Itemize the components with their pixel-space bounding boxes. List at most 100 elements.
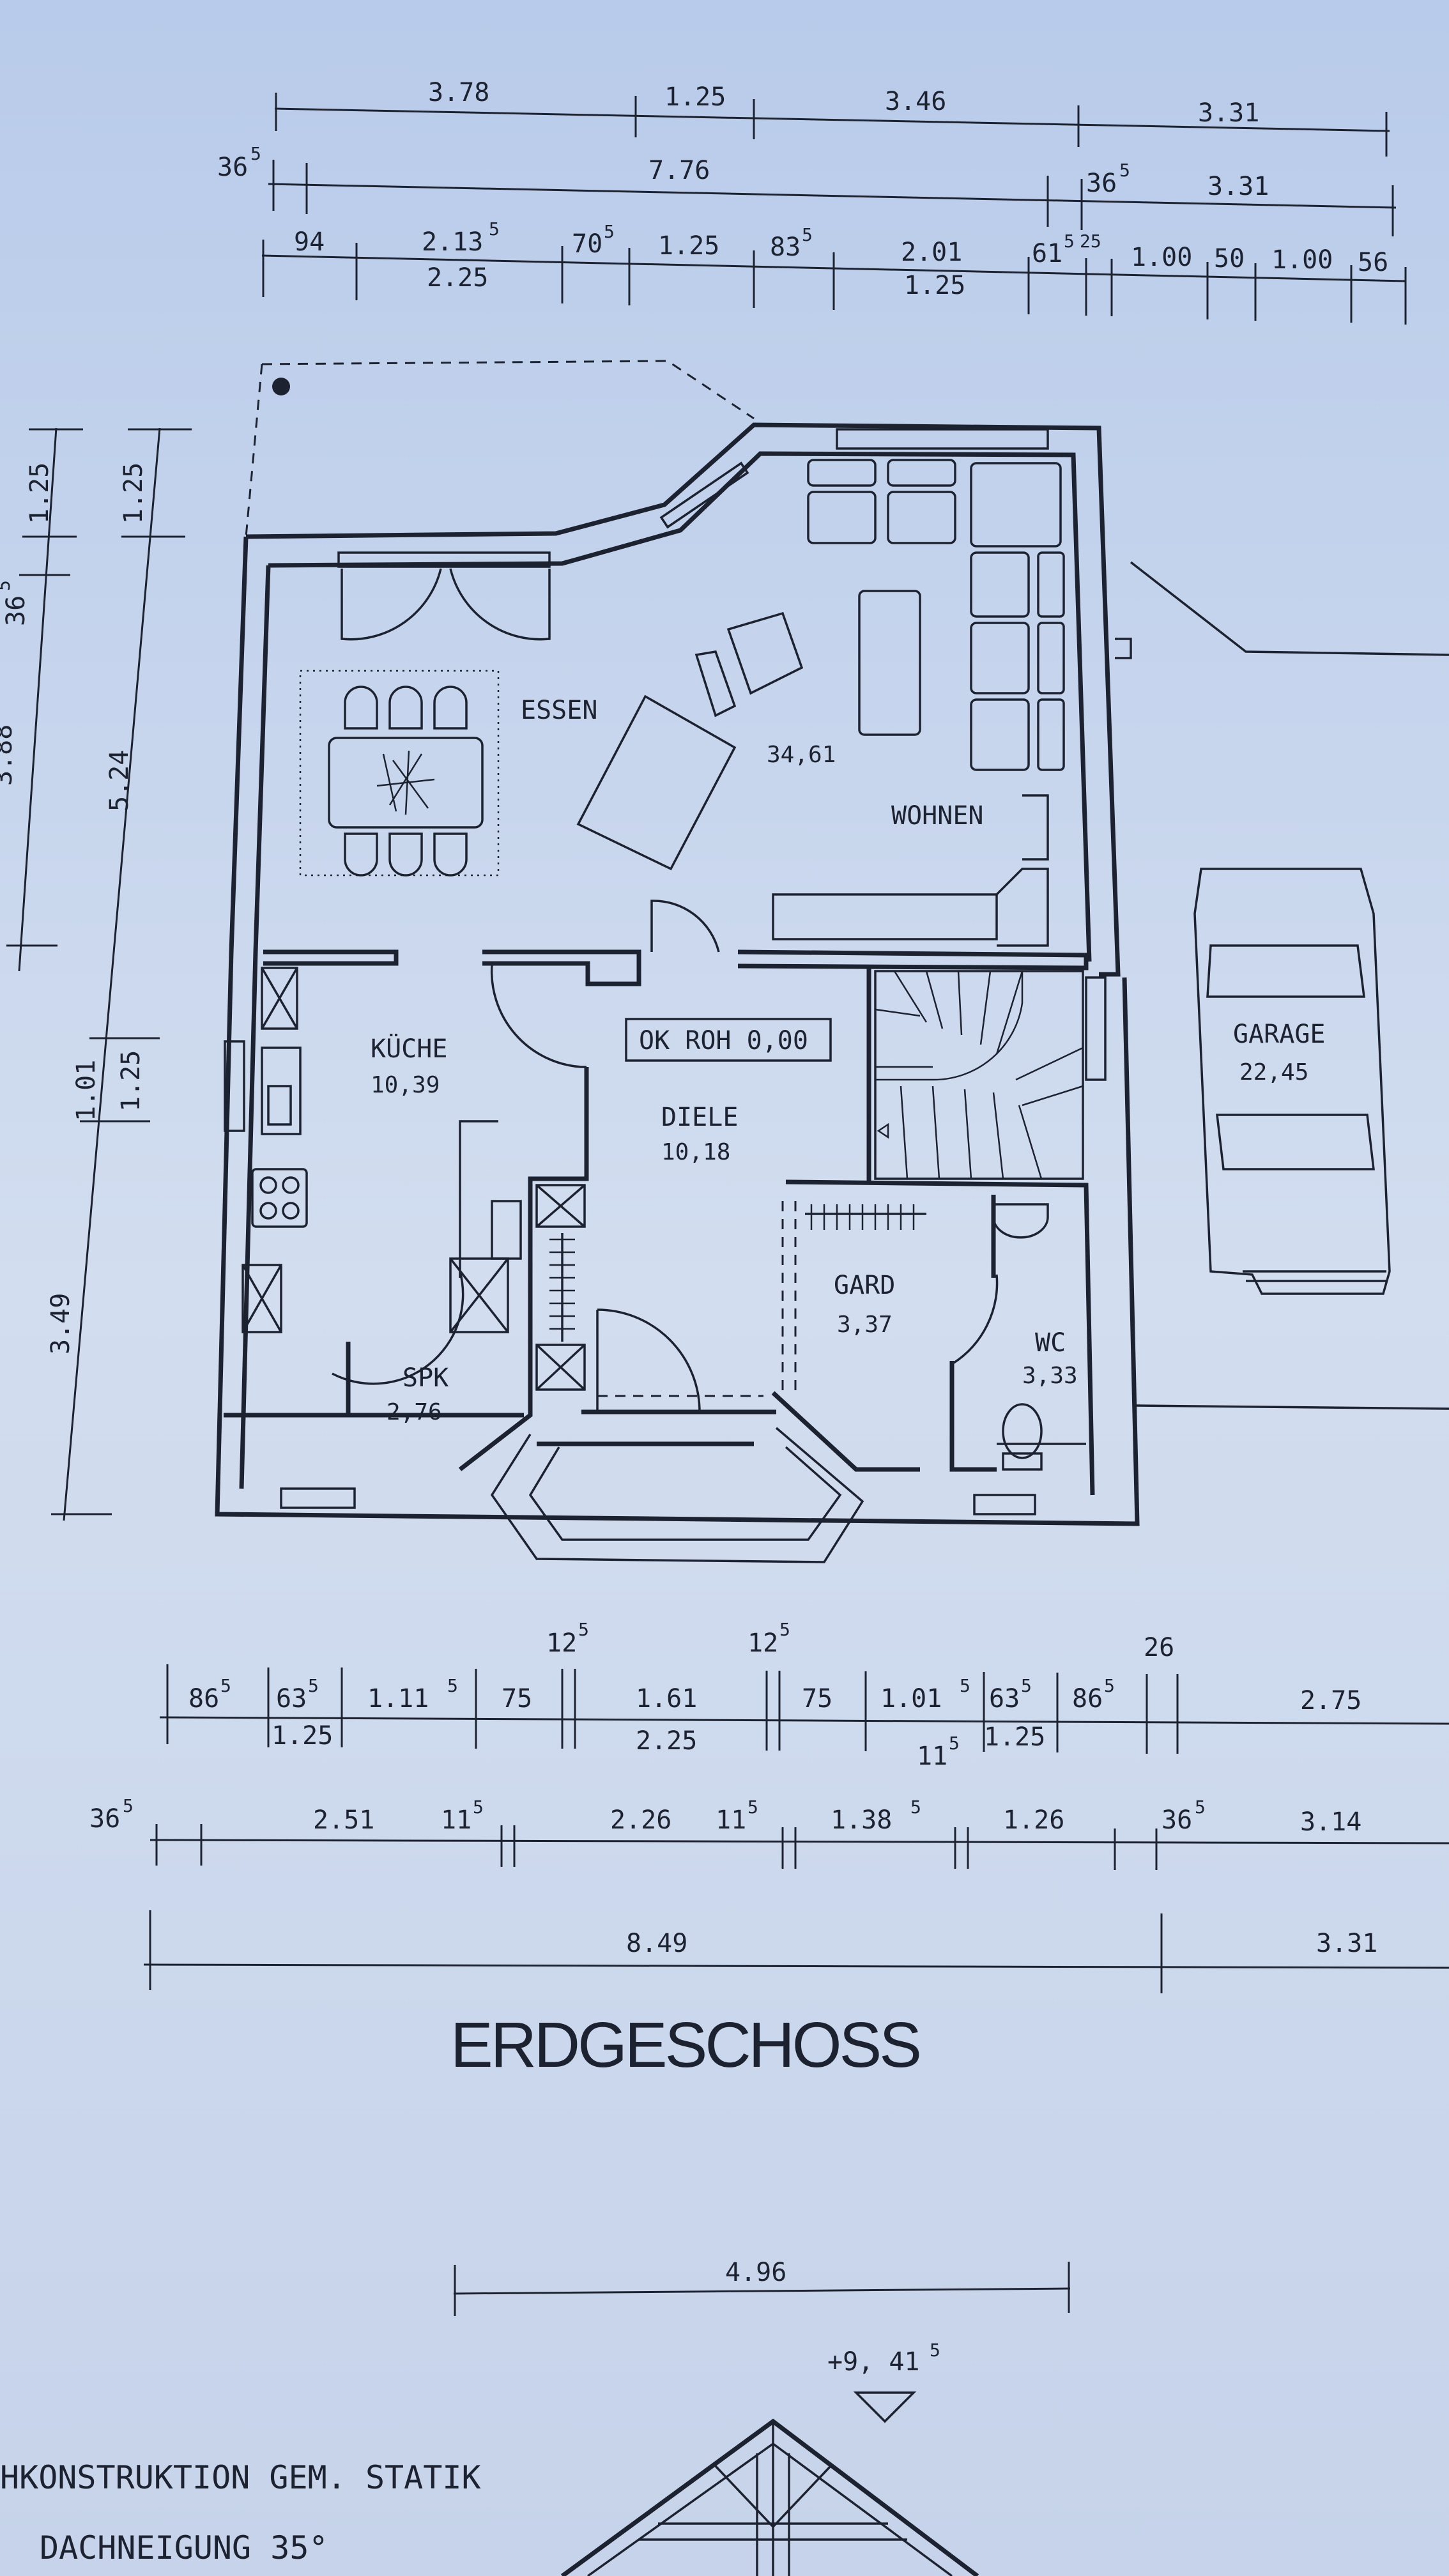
staircase [874,970,1084,1180]
bot1-f-sub: 2.25 [636,1726,697,1756]
top-dim-3-201: 2.01 [901,238,962,267]
bot1-b: 63 [276,1684,307,1713]
bot2-b: 2.51 [313,1805,374,1835]
ridge-height: +9, 41 [827,2347,920,2377]
top-dim-2-mid-sup: 5 [1119,160,1130,181]
left-dim-a3: 3.88 [0,724,18,786]
left-dim-b5: 3.49 [46,1293,75,1354]
room-kueche-name: KÜCHE [371,1033,447,1064]
top-dim-2-right: 3.31 [1208,172,1269,201]
top-dim-3-61: 61 [1032,239,1062,268]
bot1-c: 1.11 [367,1684,429,1713]
top-dim-2-mid: 36 [1086,169,1117,198]
room-diele-area: 10,18 [661,1139,730,1165]
interior-walls [224,949,1095,1563]
top-dim-1-4: 3.31 [1198,98,1259,128]
top-dim-3-61-sup: 5 [1064,231,1075,252]
bot1-k: 86 [1072,1684,1103,1713]
room-essen-name: ESSEN [521,696,597,725]
bot2-h-sup: 5 [1195,1797,1206,1818]
left-dim-b3: 1.01 [72,1060,101,1121]
bot1-g-sup: 5 [779,1619,790,1640]
building-walls [215,360,1449,1526]
bot2-d: 2.26 [610,1805,671,1835]
room-garage-name: GARAGE [1233,1020,1326,1049]
left-dim-b4: 1.25 [116,1050,146,1112]
room-wc-area: 3,33 [1022,1363,1078,1389]
left-dim-b1: 1.25 [119,463,148,524]
bot1-i-sub-sup: 5 [949,1733,960,1754]
door-swings [332,568,999,1385]
roof-width: 4.96 [725,2258,786,2287]
room-wohnen-area: 34,61 [767,742,836,768]
top-dim-3-100a: 1.00 [1131,243,1192,272]
room-gard-name: GARD [834,1271,895,1300]
bot1-i-sup: 5 [960,1675,970,1696]
top-dim-3-213-sup: 5 [489,218,500,240]
ridge-height-sup: 5 [930,2340,940,2361]
bot2-f-sup: 5 [910,1797,921,1818]
top-dim-1-2: 1.25 [664,82,726,112]
left-dim-a2: 36 [1,595,31,626]
plan-title: ERDGESCHOSS [450,2009,919,2081]
room-diele-name: DIELE [661,1103,738,1132]
top-dim-3-125: 1.25 [658,231,719,261]
bot2-i: 3.14 [1300,1807,1361,1837]
bot1-m: 2.75 [1300,1686,1361,1715]
bot1-b-sup: 5 [308,1675,319,1696]
ridge-marker-icon [853,2391,917,2423]
room-garage-area: 22,45 [1239,1059,1308,1085]
bot2-a: 36 [89,1804,120,1834]
top-dim-3-125b: 1.25 [904,271,965,300]
room-spk-name: SPK [402,1363,448,1393]
top-dim-3-83: 83 [770,233,801,262]
bot1-e-sup: 5 [578,1619,589,1640]
left-dim-a3-sup: 5 [0,703,2,714]
bot1-d: 75 [502,1684,532,1713]
bot1-g: 12 [747,1629,778,1658]
top-dim-3-50: 50 [1214,244,1245,273]
top-dim-2-main: 7.76 [648,156,710,185]
bot2-c: 11 [441,1805,471,1835]
top-dim-3-225: 2.25 [427,263,488,293]
level-label: OK ROH 0,00 [639,1026,808,1055]
bot2-g: 1.26 [1003,1805,1064,1835]
room-spk-area: 2,76 [387,1399,442,1425]
bottom-dimension-chains: 86 5 63 5 1.25 1.11 5 75 12 5 1.61 2.25 … [89,1619,1449,1993]
bot2-a-sup: 5 [123,1795,134,1816]
top-dim-2-left: 36 [217,153,248,182]
bot1-i: 1.01 [880,1684,942,1713]
bot2-f: 1.38 [831,1805,892,1835]
bot2-h: 36 [1162,1805,1192,1835]
left-dimension-chains: 1.25 36 5 3.88 5 1.25 5.24 1.01 1.25 3.4… [0,427,192,1521]
bot3-main: 8.49 [626,1929,687,1958]
top-dim-1-1: 3.78 [428,78,489,107]
roof-note-construction: HKONSTRUKTION GEM. STATIK [0,2459,481,2496]
bot3-right: 3.31 [1316,1929,1377,1958]
bot1-a-sup: 5 [220,1675,231,1696]
top-dim-3-56: 56 [1358,248,1388,277]
top-dimension-chains: 3.78 1.25 3.46 3.31 36 5 7.76 36 5 3.31 [217,78,1407,325]
bot1-f: 1.61 [636,1684,697,1713]
bot1-h: 75 [802,1684,832,1713]
bot2-e: 11 [716,1805,746,1835]
top-dim-3-94: 94 [294,227,325,257]
left-dim-a2-sup: 5 [0,580,14,591]
bot1-j: 63 [989,1684,1020,1713]
room-wohnen-name: WOHNEN [891,801,984,831]
roof-section: 4.96 +9, 41 5 HKONSTRUKTION GEM. STATIK … [0,2258,1071,2576]
room-kueche-area: 10,39 [371,1072,440,1098]
level-label-box [625,1018,832,1062]
room-wc-name: WC [1035,1328,1066,1358]
bot2-c-sup: 5 [473,1797,484,1818]
bot1-a: 86 [188,1684,219,1713]
furniture [241,459,1391,1471]
left-dim-b2: 5.24 [105,750,134,811]
bot1-b-sub: 1.25 [272,1721,333,1751]
bot1-c-sup: 5 [447,1675,458,1696]
top-dim-3-213: 2.13 [422,227,483,257]
top-dim-3-100b: 1.00 [1271,245,1333,275]
bot1-k-sup: 5 [1104,1675,1115,1696]
